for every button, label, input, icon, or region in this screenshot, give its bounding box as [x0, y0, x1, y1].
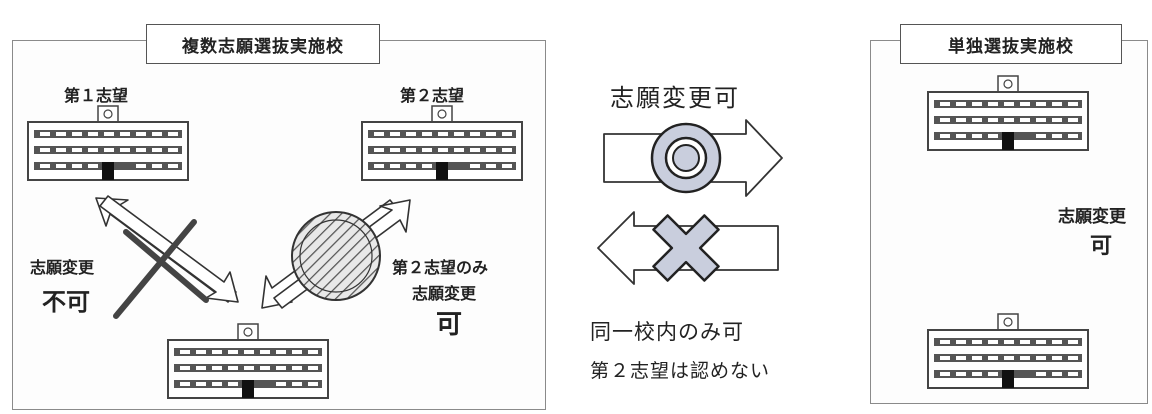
- legend-change-ok-label: 志願変更可: [610, 84, 740, 112]
- single-choice-panel-title: 単独選抜実施校: [900, 24, 1122, 64]
- single-panel-bottom-building-icon: [927, 313, 1089, 389]
- legend-ng-cross-icon: [652, 214, 720, 282]
- single-panel-change-label: 志願変更: [1058, 207, 1126, 227]
- right-arrow-label-second-only: 第２志望のみ: [392, 258, 489, 277]
- legend-no-second-choice-label: 第２志望は認めない: [590, 360, 771, 382]
- left-arrow-label-not-allowed: 不可: [42, 288, 90, 316]
- right-arrow-label-change: 志願変更: [412, 284, 477, 303]
- single-panel-top-building-icon: [927, 75, 1089, 151]
- single-panel-allowed-label: 可: [1090, 234, 1113, 259]
- legend-same-school-only-label: 同一校内のみ可: [590, 320, 744, 344]
- multi-choice-panel-title: 複数志願選抜実施校: [146, 24, 380, 64]
- second-choice-label: 第２志望: [400, 86, 465, 105]
- right-arrow-label-allowed: 可: [436, 310, 463, 340]
- first-choice-label: 第１志望: [64, 86, 129, 105]
- left-panel-arrows: [95, 195, 411, 319]
- left-arrow-label-change: 志願変更: [30, 258, 95, 277]
